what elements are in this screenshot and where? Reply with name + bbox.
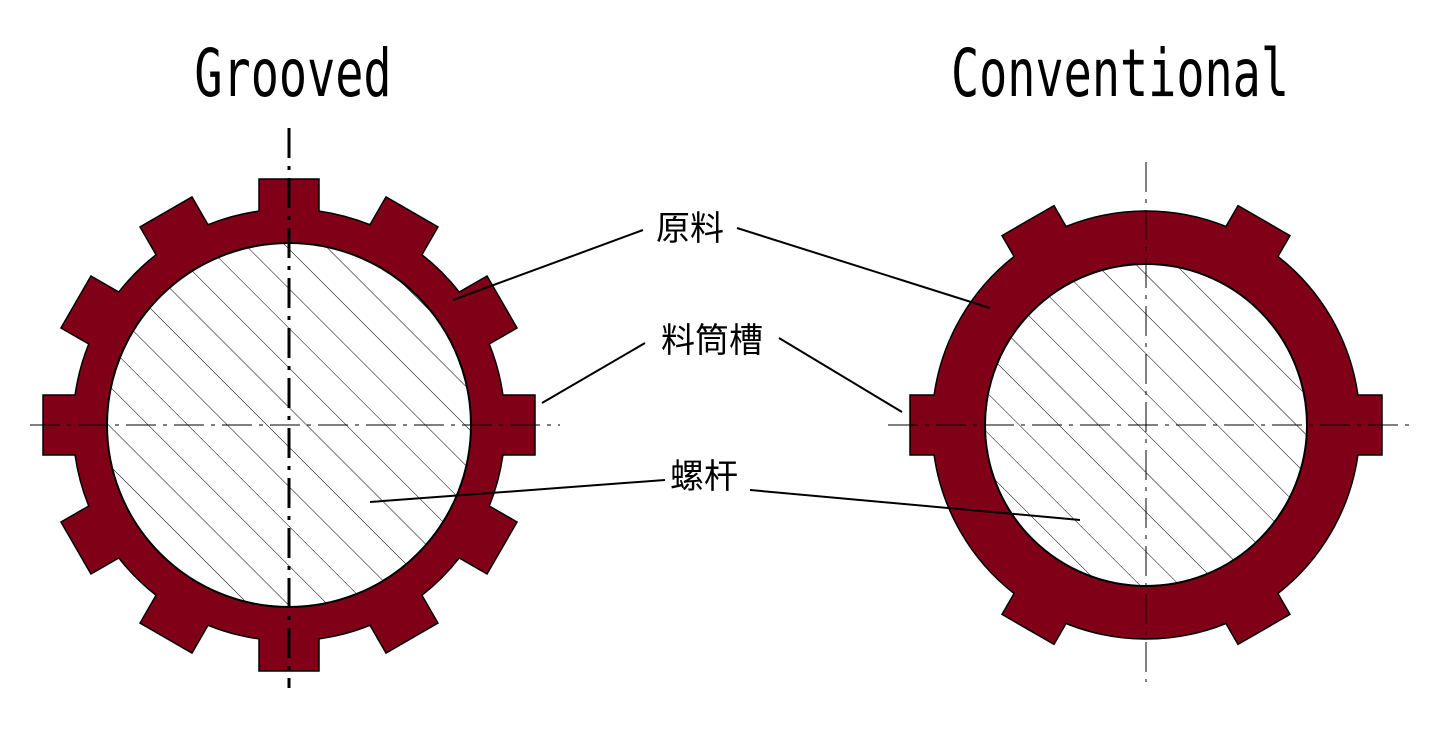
conventional-title: Conventional <box>951 36 1289 112</box>
screw-leader-right <box>749 489 1081 521</box>
conventional-assembly <box>888 162 1416 682</box>
grooved-title: Grooved <box>194 36 391 112</box>
screw-leader-left <box>369 479 666 503</box>
screw-label: 螺杆 <box>670 457 738 497</box>
material-leader-right <box>736 227 991 309</box>
material-leader-left <box>452 229 644 301</box>
leader-lines <box>369 227 1081 521</box>
groove-leader-right <box>778 337 903 413</box>
material-label: 原料 <box>656 209 724 249</box>
groove-leader-left <box>541 342 646 404</box>
barrel-groove-label: 料筒槽 <box>661 321 763 361</box>
grooved-assembly <box>30 128 560 688</box>
